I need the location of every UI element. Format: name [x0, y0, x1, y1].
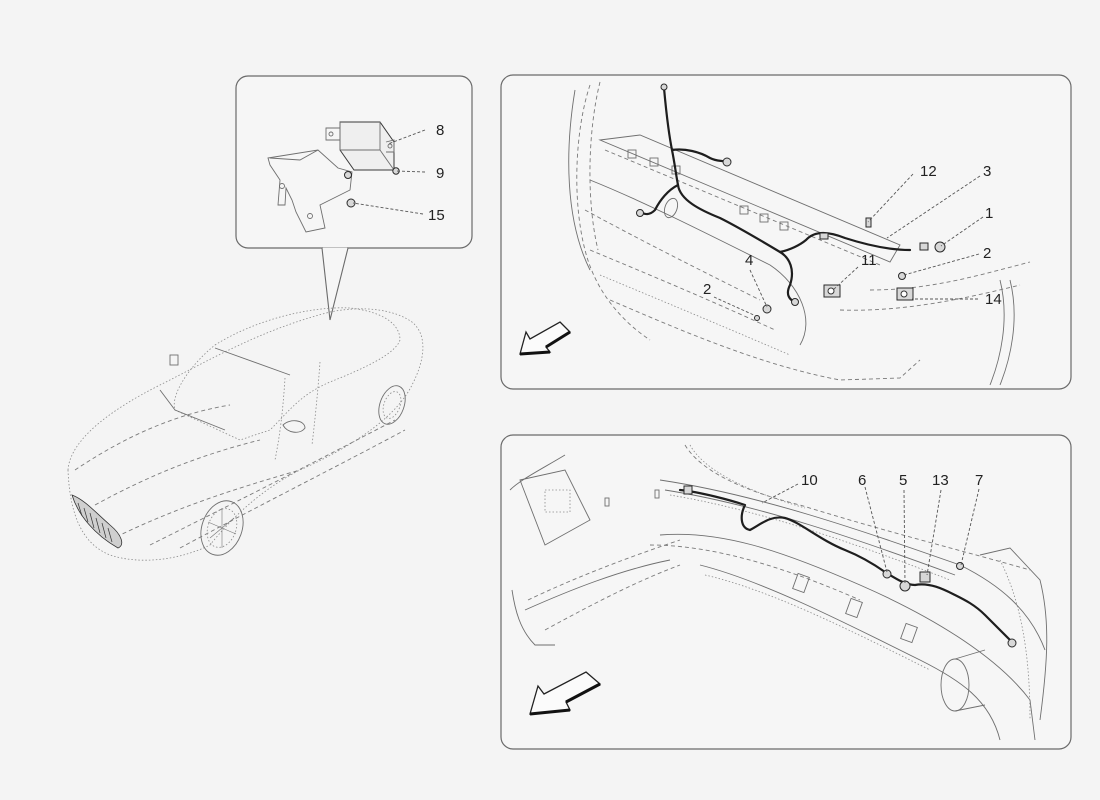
- clip-12-icon: [865, 217, 872, 228]
- car-overview-drawing: [67, 307, 424, 561]
- callout-number: 1: [985, 205, 993, 222]
- callout-number: 15: [428, 207, 445, 224]
- callout-leader-line: [940, 216, 984, 247]
- sensor-4-icon: [762, 304, 772, 314]
- callout-leader-line: [832, 266, 859, 291]
- callout-number: 6: [858, 472, 866, 489]
- clip-7-icon: [956, 562, 964, 570]
- callout-leader-line: [926, 489, 942, 576]
- callout-leader-line: [886, 175, 981, 239]
- front-direction-arrow-icon: [519, 321, 572, 356]
- callout-number: 9: [436, 165, 444, 182]
- callout-leader-line: [960, 488, 980, 566]
- callout-leader-line: [387, 129, 426, 145]
- callout-number: 13: [932, 472, 949, 489]
- panel-frames: [235, 74, 1072, 750]
- clip-2-right-icon: [898, 272, 906, 280]
- detail-connector: [321, 247, 349, 321]
- callout-leader-line: [749, 269, 768, 308]
- callout-number: 3: [983, 163, 991, 180]
- callout-leader-line: [867, 173, 914, 223]
- nut-15-icon: [346, 198, 356, 208]
- callout-number: 11: [861, 252, 877, 269]
- sensor-6-icon: [882, 569, 892, 579]
- rear-bumper-panel: [500, 434, 1072, 750]
- front-bumper-drawing: [568, 81, 1031, 386]
- callout-number: 12: [920, 163, 937, 180]
- callout-leader-line: [713, 296, 757, 317]
- callout-number: 8: [436, 122, 444, 139]
- callout-number: 10: [801, 472, 818, 489]
- callout-number: 4: [745, 252, 753, 269]
- clip-2-left-icon: [754, 315, 760, 321]
- callout-leader-line: [761, 483, 799, 504]
- front-bumper-panel: [500, 74, 1072, 390]
- rear-harness-wire: [678, 488, 1014, 644]
- callout-leader-line: [903, 489, 906, 586]
- control-module-drawing: [267, 121, 400, 233]
- callout-number: 5: [899, 472, 907, 489]
- rear-direction-arrow-icon: [529, 671, 602, 716]
- sensor-1-icon: [934, 241, 946, 253]
- callout-number: 2: [983, 245, 991, 262]
- callout-number: 14: [985, 291, 1002, 308]
- callout-number: 7: [975, 472, 983, 489]
- callout-leader-line: [903, 253, 980, 276]
- bracket-13-icon: [919, 571, 931, 583]
- callout-leader-line: [352, 202, 424, 215]
- callout-number: 2: [703, 281, 711, 298]
- rear-bumper-drawing: [509, 444, 1048, 741]
